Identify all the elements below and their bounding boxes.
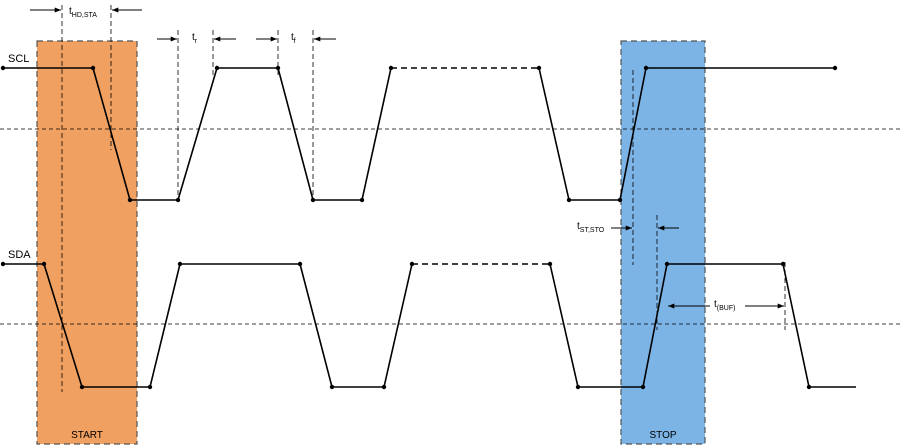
tr-label: tr bbox=[192, 32, 198, 45]
buf-label: t(BUF) bbox=[714, 299, 735, 312]
st-sto-label: tST,STO bbox=[577, 221, 605, 234]
start-region bbox=[36, 40, 138, 445]
sda-label: SDA bbox=[8, 249, 31, 261]
start-label: START bbox=[71, 430, 103, 441]
waveform-vertices bbox=[0, 65, 838, 390]
tf-label: tf bbox=[291, 32, 296, 45]
hd-sta-label: tHD,STA bbox=[69, 6, 97, 19]
stop-region bbox=[620, 40, 706, 445]
stop-label: STOP bbox=[649, 430, 676, 441]
scl-label: SCL bbox=[8, 53, 29, 65]
